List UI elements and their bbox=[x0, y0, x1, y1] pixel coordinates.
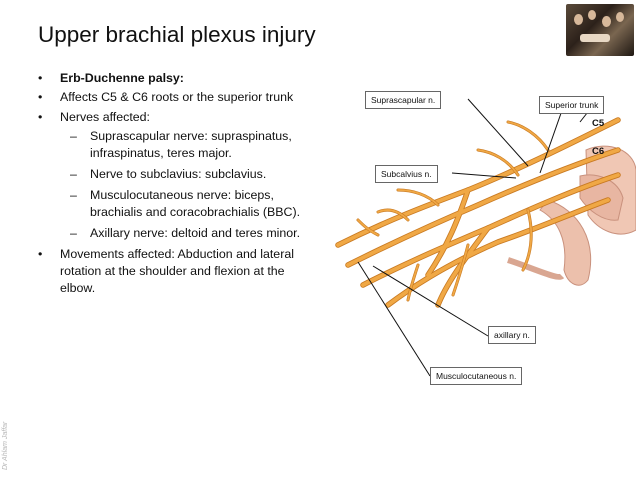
sub-bullet-text: Musculocutaneous nerve: biceps, brachial… bbox=[90, 188, 301, 219]
vertebra-shapes bbox=[507, 145, 636, 286]
bullet-text: Nerves affected: bbox=[60, 110, 150, 124]
sub-bullet-text: Suprascapular nerve: supraspinatus, infr… bbox=[90, 129, 292, 160]
sub-bullet-suprascapular: – Suprascapular nerve: supraspinatus, in… bbox=[36, 128, 316, 162]
dash-glyph: – bbox=[70, 188, 77, 202]
bullet-erb-duchenne: • Erb-Duchenne palsy: bbox=[36, 70, 336, 87]
sub-bullet-text: Axillary nerve: deltoid and teres minor. bbox=[90, 226, 301, 240]
callout-musculocutaneous: Musculocutaneous n. bbox=[430, 367, 523, 385]
sub-bullet-list: – Suprascapular nerve: supraspinatus, in… bbox=[36, 128, 336, 242]
corner-photo bbox=[566, 4, 634, 56]
bullet-text: Erb-Duchenne palsy: bbox=[60, 71, 184, 85]
bullet-text: Movements affected: Abduction and latera… bbox=[60, 247, 294, 295]
bullet-glyph: • bbox=[38, 110, 43, 124]
sub-bullet-subclavius: – Nerve to subclavius: subclavius. bbox=[36, 166, 316, 183]
root-label-c5: C5 bbox=[592, 118, 605, 129]
sub-bullet-musculocutaneous: – Musculocutaneous nerve: biceps, brachi… bbox=[36, 187, 316, 221]
slide-title: Upper brachial plexus injury bbox=[38, 22, 316, 47]
bullet-list: • Erb-Duchenne palsy: • Affects C5 & C6 … bbox=[36, 70, 336, 299]
bullet-affects: • Affects C5 & C6 roots or the superior … bbox=[36, 89, 321, 106]
sub-bullet-axillary: – Axillary nerve: deltoid and teres mino… bbox=[36, 225, 316, 242]
brachial-plexus-illustration bbox=[335, 98, 636, 377]
root-label-c6: C6 bbox=[592, 146, 605, 157]
bullet-glyph: • bbox=[38, 247, 43, 261]
nerve-trunks bbox=[335, 117, 621, 308]
callout-subclavius: Subcalvius n. bbox=[375, 165, 438, 183]
bullet-glyph: • bbox=[38, 90, 43, 104]
callout-suprascapular: Suprascapular n. bbox=[365, 91, 442, 109]
author-watermark: Dr Ahlam Jaffar bbox=[2, 421, 9, 470]
callout-axillary: axillary n. bbox=[488, 326, 536, 344]
callout-superior-trunk: Superior trunk bbox=[539, 96, 605, 114]
dash-glyph: – bbox=[70, 167, 77, 181]
bullet-nerves-affected: • Nerves affected: bbox=[36, 109, 336, 126]
sub-bullet-text: Nerve to subclavius: subclavius. bbox=[90, 167, 267, 181]
dash-glyph: – bbox=[70, 129, 77, 143]
bullet-text: Affects C5 & C6 roots or the superior tr… bbox=[60, 90, 294, 104]
bullet-glyph: • bbox=[38, 71, 43, 85]
dash-glyph: – bbox=[70, 226, 77, 240]
leader-lines bbox=[357, 98, 592, 377]
bullet-movements: • Movements affected: Abduction and late… bbox=[36, 246, 306, 297]
